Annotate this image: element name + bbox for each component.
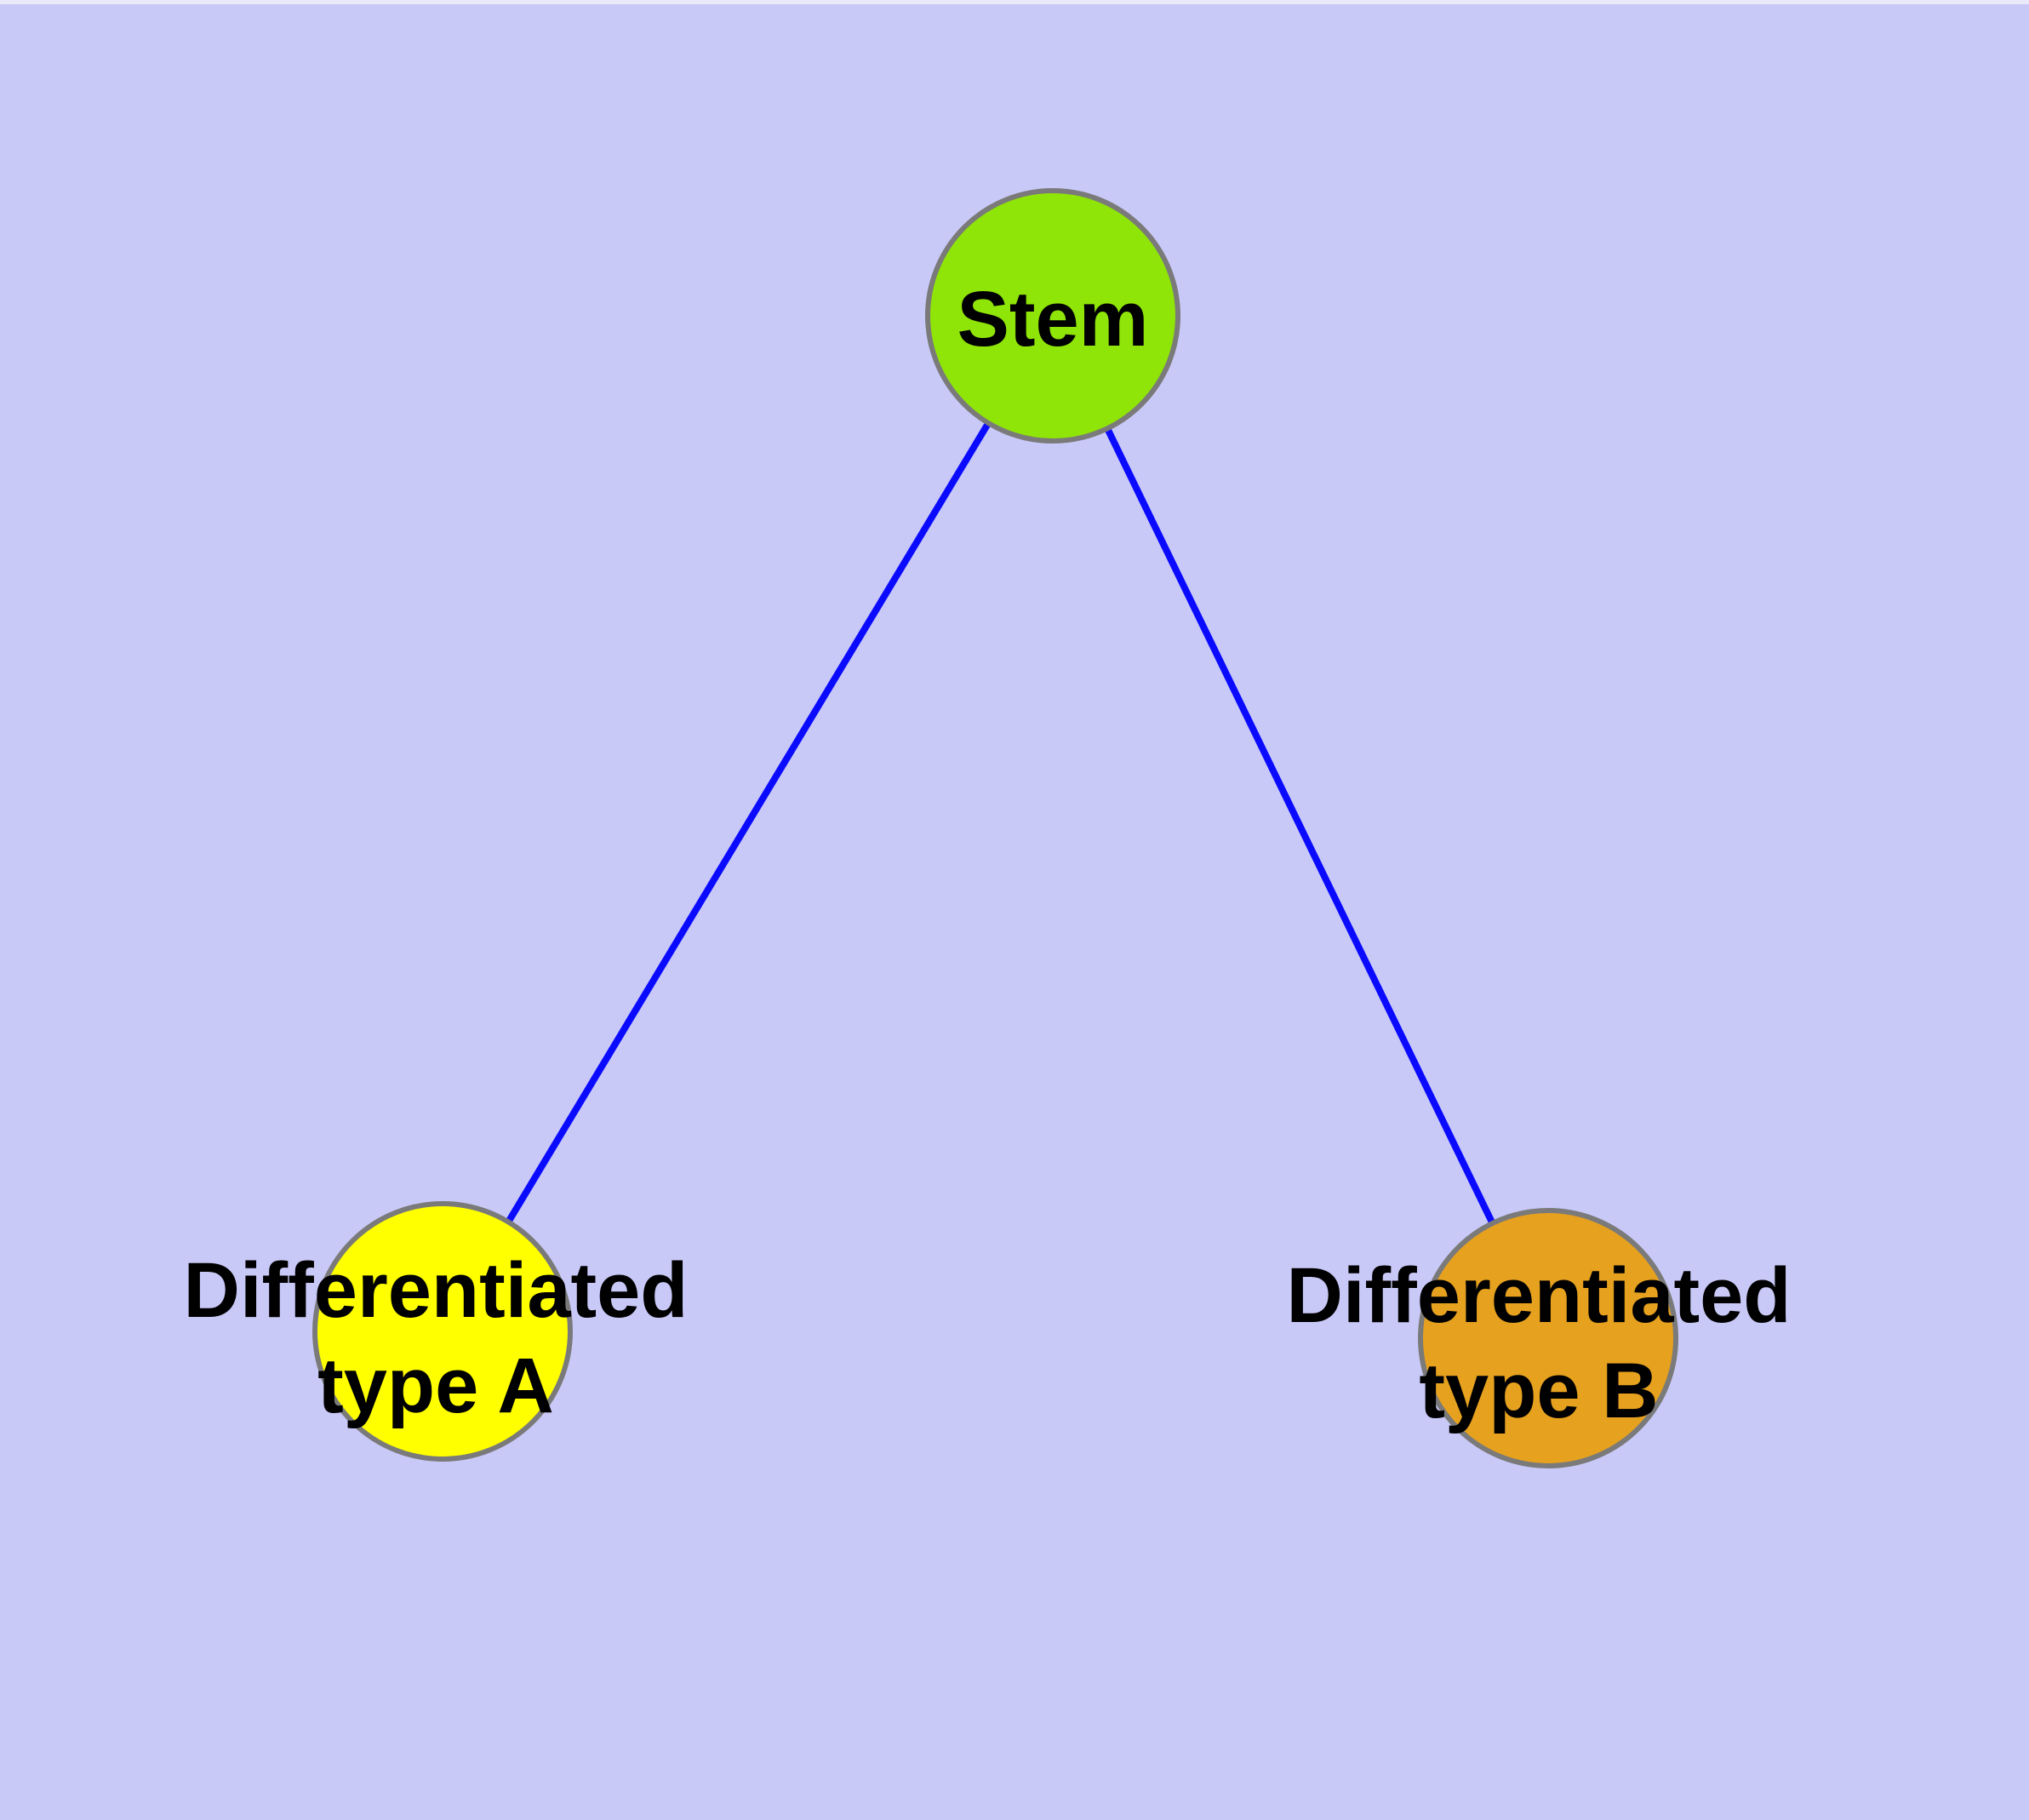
top-strip [0, 0, 2029, 4]
edge-stem-to-type-a [439, 313, 1056, 1334]
node-type-a [312, 1201, 573, 1462]
node-stem [925, 188, 1180, 444]
edge-stem-to-type-b [1049, 314, 1552, 1340]
node-type-b [1418, 1208, 1678, 1468]
